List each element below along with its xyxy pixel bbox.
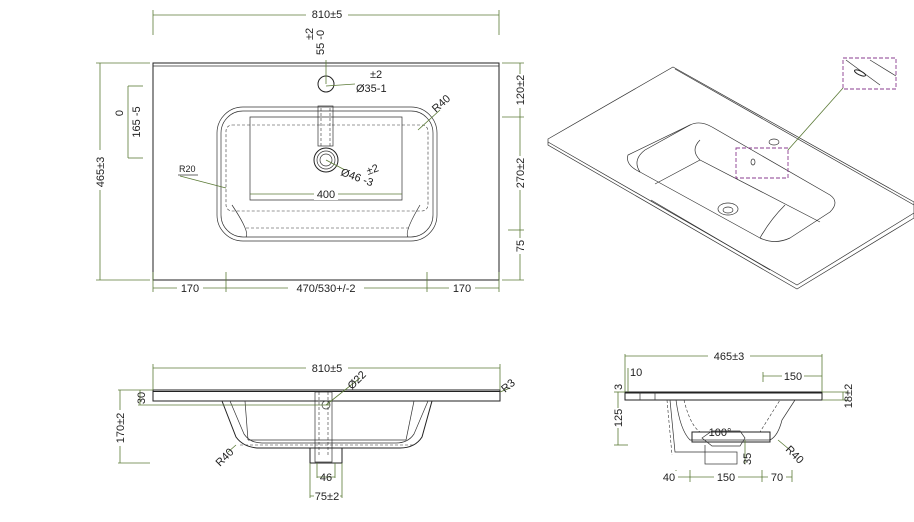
top-view: 810±5 55 -0 ±2 ±2 Ø35-1 R40 R20 Ø46 -3 ±… (94, 8, 527, 295)
iso-countertop-edge (547, 141, 914, 286)
label-background (449, 282, 475, 294)
label-background (314, 490, 340, 502)
label-background (288, 282, 364, 294)
side-basin-profile (669, 399, 796, 453)
label-background (660, 471, 678, 483)
drain-height-label: 35 (742, 453, 754, 465)
basin-rim (220, 110, 434, 238)
iso-back-edge (674, 68, 914, 206)
basin-outer (216, 106, 438, 242)
right-middle-label: 270±2 (515, 158, 527, 189)
label-background (306, 8, 348, 20)
offset-min-label: 0 (114, 110, 126, 116)
label-background (514, 74, 526, 108)
label-background (514, 238, 526, 254)
front-basin-profile (221, 400, 433, 449)
side-angle-marker (701, 430, 746, 447)
bottom-right-label: 170 (453, 283, 471, 295)
label-background (94, 150, 106, 190)
front-overflow-channel (314, 391, 333, 463)
basin-width-label: 400 (317, 189, 335, 201)
edge-radius-label: R3 (499, 377, 517, 395)
basin-height-label: 125 (613, 409, 625, 427)
drain-ring (316, 150, 336, 170)
drain-hole (313, 147, 339, 173)
front-width-label: 810±5 (312, 363, 343, 375)
iso-drain-inner (722, 206, 734, 214)
label-background (177, 282, 203, 294)
basin-corner-lines (231, 204, 421, 238)
label-background (306, 362, 348, 374)
iso-drain (717, 202, 739, 216)
drain-tol-label: ±2 (365, 162, 381, 177)
iso-basin-contours (636, 124, 786, 239)
front-dimension-lines (118, 364, 511, 498)
tap-offset-label: 55 -0 (315, 30, 327, 55)
front-height-label: 170±2 (115, 413, 127, 444)
top-dimension-lines (96, 10, 524, 292)
drain-ring (319, 153, 333, 167)
drain-inner-label: 46 (320, 472, 332, 484)
angle-label: 100° (709, 427, 732, 439)
side-bottom-left-label: 40 (663, 472, 675, 484)
rear-span-label: 150 (784, 371, 802, 383)
tap-hole-tol: ±2 (370, 69, 382, 81)
offset-label: 165 -5 (131, 106, 143, 137)
right-top-label: 120±2 (515, 75, 527, 106)
side-view: 465±3 10 3 150 18±2 125 100° 35 R40 40 1… (612, 350, 855, 484)
front-basin-floor (244, 400, 415, 441)
front-view: 810±5 Ø22 R3 30 170±2 R40 46 75±2 (114, 362, 518, 503)
bottom-center-label: 470/530+/-2 (296, 283, 355, 295)
side-drain (704, 451, 738, 465)
side-basin-floor (691, 431, 771, 443)
thickness-label: 30 (136, 392, 148, 404)
detail-box-small (735, 147, 789, 179)
lip-height-label: 3 (613, 384, 625, 390)
front-basin-inner-profile (229, 400, 429, 444)
lip-label: 10 (630, 367, 642, 379)
top-width-label: 810±5 (312, 9, 343, 21)
label-background (782, 370, 804, 382)
label-background (114, 410, 126, 446)
label-background (130, 104, 142, 140)
side-bottom-center-label: 150 (717, 472, 735, 484)
depth-label: 465±3 (95, 157, 107, 188)
detail-edge-line (869, 59, 897, 77)
side-depth-label: 465±3 (714, 351, 745, 363)
detail-box-zoomed (842, 57, 897, 90)
iso-tap-hole (768, 138, 780, 146)
basin-hidden-line (225, 124, 429, 212)
label-background (514, 156, 526, 190)
detail-leader (787, 87, 844, 151)
tap-hole-label: Ø35-1 (356, 83, 387, 95)
front-drain (309, 447, 343, 464)
drain-outer-label: 75±2 (315, 491, 339, 503)
r40-label: R40 (430, 93, 453, 115)
iso-basin-floor (654, 159, 821, 223)
label-background (768, 471, 786, 483)
label-background (314, 188, 338, 200)
side-thickness-label: 18±2 (843, 384, 855, 408)
iso-countertop (547, 66, 914, 290)
iso-underside-line (650, 199, 771, 271)
side-countertop (624, 391, 823, 401)
iso-basin-outline (627, 122, 836, 242)
overflow-slot (317, 105, 334, 147)
tap-offset-tol: ±2 (304, 28, 316, 40)
label-background (708, 350, 750, 362)
front-radius-label: R40 (214, 446, 237, 469)
isometric-view (547, 57, 914, 290)
side-bottom-right-label: 70 (771, 472, 783, 484)
label-background (714, 471, 738, 483)
overflow-diameter-label: Ø22 (346, 369, 369, 392)
iso-overflow-hole (750, 158, 756, 166)
right-bottom-label: 75 (515, 240, 527, 252)
detail-overflow-slot (853, 69, 867, 77)
r20-label: R20 (179, 164, 196, 174)
bottom-left-label: 170 (181, 283, 199, 295)
basin-floor (249, 116, 403, 201)
label-background (612, 408, 624, 428)
side-dimension-lines (614, 354, 848, 482)
